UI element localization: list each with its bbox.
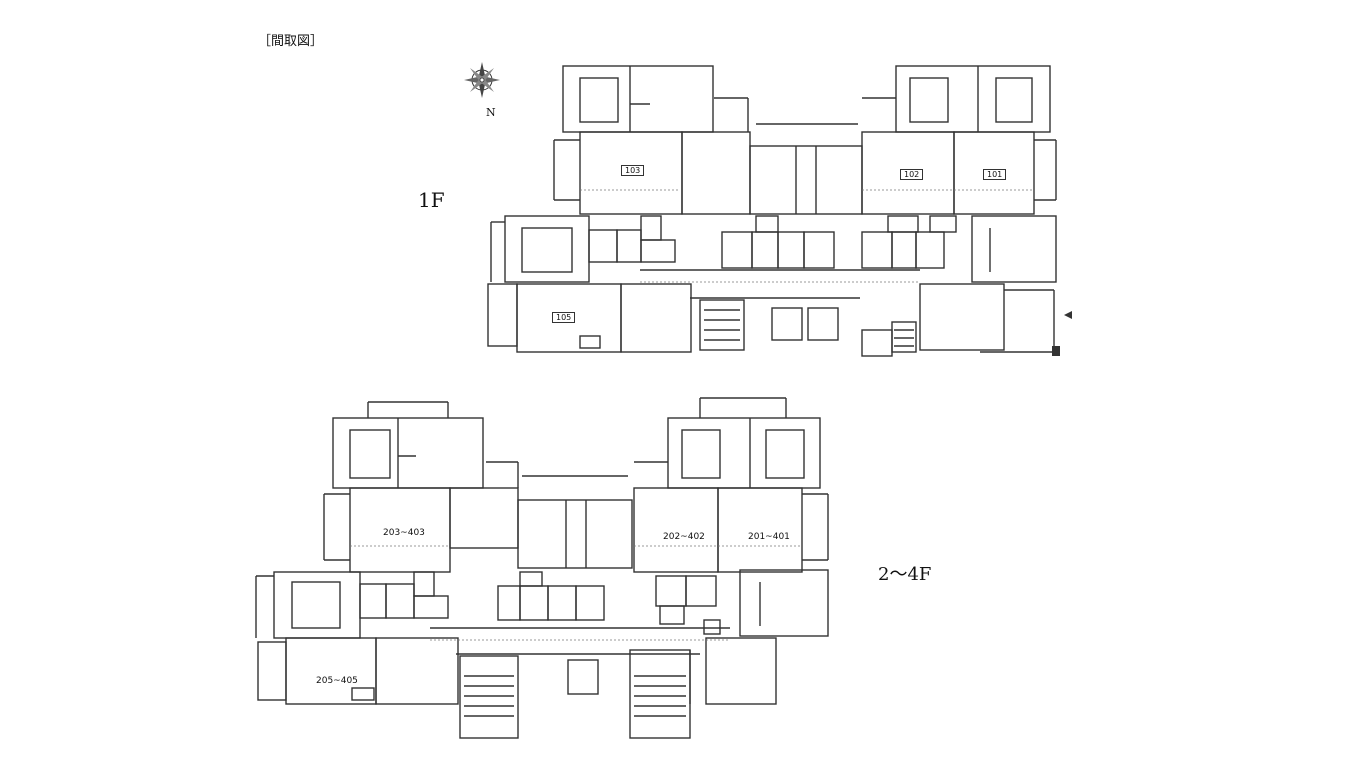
plan-title: ［間取図］ [258,34,324,49]
unit-label-101: 101 [983,169,1007,180]
unit-label-202-402: 202~402 [663,532,705,542]
unit-label-201-401: 201~401 [748,532,790,542]
unit-label-102: 102 [900,169,924,180]
unit-label-105: 105 [552,312,576,323]
unit-label-203-403: 203~403 [383,528,425,538]
unit-label-205-405: 205~405 [316,676,358,686]
compass-north-label: N [486,106,496,119]
floor-label-1f: 1F [418,188,445,212]
floor-label-upper: 2～4F [878,564,932,585]
unit-label-103: 103 [621,165,645,176]
